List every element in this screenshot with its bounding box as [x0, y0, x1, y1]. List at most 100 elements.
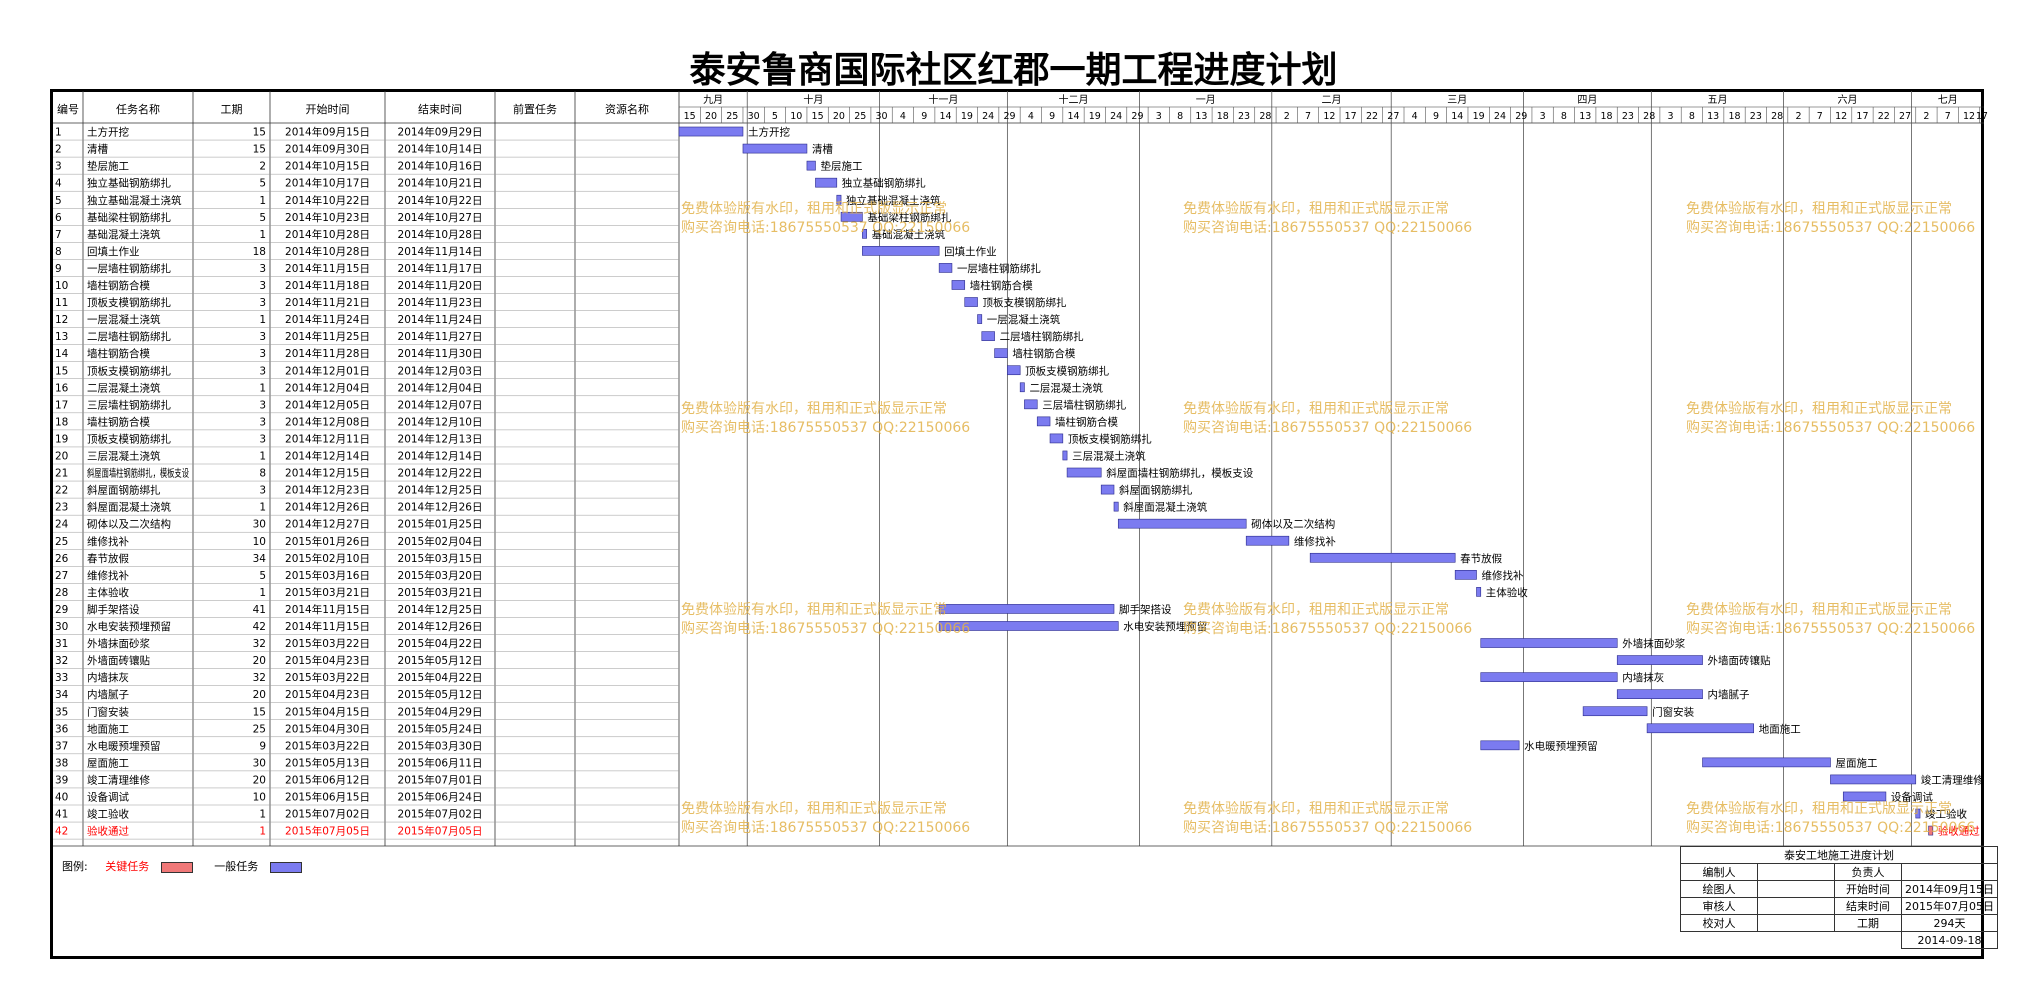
- task-duration: 2: [259, 161, 266, 173]
- info-cell: 294天: [1900, 914, 1999, 932]
- task-name: 独立基础钢筋绑扎: [87, 177, 171, 190]
- gantt-bar-label: 基础梁柱钢筋绑扎: [867, 211, 951, 224]
- task-id: 40: [55, 792, 68, 804]
- gantt-bar-label: 验收通过: [1938, 825, 1980, 838]
- task-end: 2015年05月24日: [398, 722, 483, 735]
- task-id: 16: [55, 382, 69, 394]
- info-cell: 开始时间: [1834, 880, 1902, 898]
- gantt-bar-label: 一层墙柱钢筋绑扎: [957, 262, 1041, 275]
- day-tick-label: 2: [1795, 111, 1801, 122]
- info-cell: [1757, 880, 1835, 898]
- day-tick-label: 7: [1305, 111, 1311, 122]
- gantt-bar: [742, 143, 808, 154]
- day-tick-label: 14: [1067, 111, 1079, 122]
- legend-general-label: 一般任务: [214, 860, 259, 873]
- day-tick-label: 9: [1433, 111, 1439, 122]
- task-id: 1: [55, 127, 62, 139]
- task-end: 2015年06月11日: [398, 756, 483, 769]
- gantt-bar-label: 斜屋面混凝土浇筑: [1123, 501, 1207, 514]
- gantt-bar-label: 屋面施工: [1835, 756, 1877, 769]
- task-end: 2014年11月17日: [398, 262, 483, 275]
- day-tick-label: 19: [1473, 111, 1485, 122]
- task-id: 32: [55, 655, 68, 667]
- gantt-bar-label: 二层墙柱钢筋绑扎: [1000, 330, 1084, 343]
- info-cell: [1757, 897, 1835, 915]
- day-tick-label: 23: [1238, 111, 1250, 122]
- gantt-bar: [1454, 569, 1477, 580]
- gantt-bar-label: 土方开挖: [748, 126, 790, 139]
- month-label: 七月: [1938, 94, 1958, 106]
- task-name: 内墙腻子: [87, 688, 129, 701]
- task-end: 2015年05月12日: [398, 654, 483, 667]
- day-tick-label: 29: [1003, 111, 1015, 122]
- month-label: 一月: [1196, 94, 1216, 106]
- task-duration: 1: [259, 382, 266, 394]
- gantt-bar: [1036, 416, 1051, 427]
- task-duration: 20: [253, 655, 266, 667]
- gantt-bar-label: 垫层施工: [820, 160, 862, 173]
- task-end: 2014年10月22日: [398, 194, 483, 207]
- task-duration: 18: [253, 246, 266, 258]
- task-name: 二层墙柱钢筋绑扎: [87, 330, 171, 343]
- day-tick-label: 28: [1259, 111, 1271, 122]
- task-start: 2015年01月26日: [285, 535, 370, 548]
- gantt-bar: [994, 348, 1008, 358]
- task-start: 2014年12月15日: [285, 467, 370, 480]
- gantt-bar-label: 维修找补: [1294, 535, 1336, 548]
- table-header-5: 前置任务: [513, 102, 557, 116]
- day-tick-label: 18: [1601, 111, 1613, 122]
- gantt-bar: [938, 604, 1115, 614]
- task-start: 2015年07月02日: [285, 808, 370, 821]
- info-cell: 审核人: [1680, 897, 1758, 915]
- gantt-bar: [938, 263, 953, 273]
- task-end: 2015年03月21日: [398, 586, 483, 599]
- task-start: 2014年12月05日: [285, 398, 370, 411]
- day-tick-label: 24: [1110, 111, 1122, 122]
- gantt-bar: [1019, 382, 1025, 393]
- task-start: 2014年11月15日: [285, 603, 370, 616]
- task-duration: 20: [253, 689, 266, 701]
- day-tick-label: 12: [1963, 111, 1975, 122]
- task-duration: 1: [259, 826, 266, 838]
- task-name: 设备调试: [87, 791, 129, 804]
- task-name: 基础混凝土浇筑: [87, 228, 161, 241]
- task-end: 2014年11月27日: [398, 330, 483, 343]
- task-duration: 41: [253, 604, 266, 616]
- task-id: 5: [55, 195, 62, 207]
- day-tick-label: 13: [1195, 111, 1207, 122]
- task-name: 顶板支模钢筋绑扎: [87, 432, 171, 445]
- task-name: 地面施工: [87, 722, 129, 735]
- task-end: 2015年04月22日: [398, 637, 483, 650]
- task-start: 2014年12月14日: [285, 450, 370, 463]
- gantt-bar: [1309, 552, 1456, 563]
- gantt-bar-label: 顶板支模钢筋绑扎: [1025, 364, 1109, 377]
- task-end: 2014年12月25日: [398, 484, 483, 497]
- table-header-3: 开始时间: [306, 102, 350, 116]
- table-header-2: 工期: [221, 103, 243, 116]
- task-duration: 30: [253, 757, 266, 769]
- task-name: 竣工验收: [87, 808, 129, 821]
- task-id: 31: [55, 638, 68, 650]
- gantt-bar-label: 内墙抹灰: [1622, 671, 1664, 684]
- legend-general-swatch: [269, 861, 302, 873]
- gantt-bar: [1480, 740, 1520, 751]
- info-cell: 2014年09月15日: [1900, 880, 1999, 898]
- task-id: 15: [55, 365, 68, 377]
- day-tick-label: 18: [1217, 111, 1229, 122]
- task-end: 2014年12月07日: [398, 398, 483, 411]
- task-duration: 10: [253, 536, 266, 548]
- task-duration: 3: [259, 433, 266, 445]
- task-duration: 1: [259, 502, 266, 514]
- day-tick-label: 13: [1707, 111, 1719, 122]
- task-end: 2014年11月20日: [398, 279, 483, 292]
- gantt-bar: [1024, 399, 1038, 410]
- gantt-bar: [678, 126, 744, 137]
- day-tick-label: 30: [876, 111, 888, 122]
- task-name: 顶板支模钢筋绑扎: [87, 296, 171, 309]
- task-duration: 3: [259, 485, 266, 497]
- task-name: 外墙面砖镶贴: [87, 654, 150, 667]
- gantt-bar: [1582, 706, 1648, 717]
- month-label: 十二月: [1058, 93, 1088, 106]
- schedule-frame: [50, 89, 1984, 959]
